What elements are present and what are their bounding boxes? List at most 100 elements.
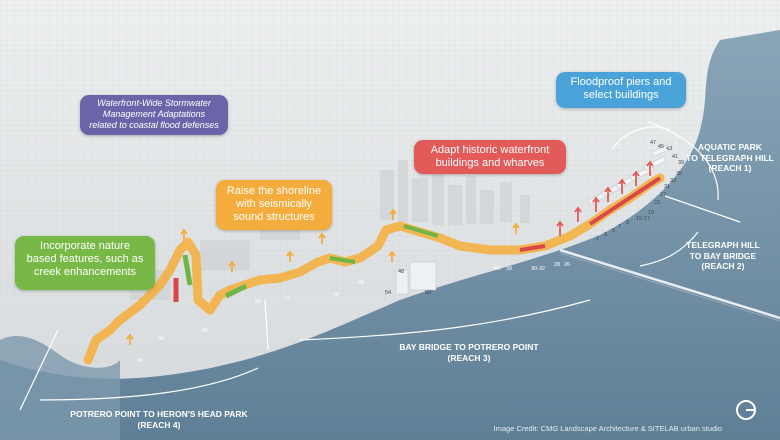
pier-num: 19: [648, 210, 654, 216]
callout-line: sound structures: [233, 211, 315, 224]
pier-num: 31: [664, 184, 670, 190]
pier-num: 90: [202, 328, 208, 334]
adaptation-arrow-icon: [388, 250, 396, 262]
bay-water: [0, 30, 780, 440]
reach-line: AQUATIC PARK: [698, 142, 762, 152]
pier-num: 50: [425, 290, 431, 296]
pier-num: 35: [676, 171, 682, 177]
reach-line: BAY BRIDGE TO POTRERO POINT: [399, 342, 539, 352]
pier-num: 45: [658, 144, 664, 150]
pier-num: 41: [672, 154, 678, 160]
reach-2-label: TELEGRAPH HILL TO BAY BRIDGE (REACH 2): [670, 240, 776, 272]
adaptation-arrow-icon: [286, 250, 294, 262]
adaptation-arrow-icon: [389, 208, 397, 220]
reach-line: (REACH 2): [701, 261, 745, 272]
callout-line: Raise the shoreline: [226, 185, 322, 197]
pier-num: 27: [660, 192, 666, 198]
adaptation-arrow-icon: [574, 206, 582, 222]
pier-num: 43: [666, 146, 672, 152]
city-blocks: [130, 160, 530, 300]
reach-line: TO TELEGRAPH HILL: [686, 152, 774, 163]
pier-num: 23: [654, 200, 660, 206]
nature-segment-3: [403, 224, 439, 238]
pier-num: 3: [604, 232, 607, 238]
pier-num: 26: [564, 262, 570, 268]
callout-stormwater: Waterfront-Wide Stormwater Management Ad…: [80, 95, 228, 135]
nature-segment-1: [182, 254, 193, 286]
pier-num: 15-17: [636, 216, 650, 222]
bay-bridge-shadow: [559, 252, 780, 322]
callout-shoreline: Raise the shoreline with seismically sou…: [216, 180, 332, 230]
callout-nature: Incorporate nature based features, such …: [15, 236, 155, 290]
adaptation-arrow-icon: [646, 160, 654, 176]
adaptation-arrow-icon: [592, 196, 600, 212]
adaptation-arrow-icon: [556, 220, 564, 236]
historic-segment-2: [519, 244, 546, 252]
pier-num: 40: [494, 266, 500, 272]
callout-line: Floodproof piers and: [570, 76, 672, 88]
water-southwest: [0, 335, 120, 440]
pier-num: 33: [670, 178, 676, 184]
reach-line: TELEGRAPH HILL: [686, 240, 760, 250]
pier-num: 96: [137, 358, 143, 364]
pier-num: 70: [333, 292, 339, 298]
adaptation-arrow-icon: [512, 222, 520, 234]
pier-num: 7: [618, 224, 621, 230]
callout-line: Waterfront-Wide Stormwater: [97, 98, 211, 108]
pier-numbers: 96 94 90 80 72 70 68 54 50 48 40 38 30-3…: [137, 140, 684, 364]
adaptation-arrow-icon: [126, 333, 134, 345]
adaptation-arrows: [126, 160, 654, 345]
callout-line: related to coastal flood defenses: [89, 119, 219, 130]
reach-line: TO BAY BRIDGE: [689, 250, 757, 261]
pier-num: 94: [158, 336, 164, 342]
reach-markers: [19, 121, 741, 411]
pier-num: 28: [554, 262, 560, 268]
image-credit: Image Credit: CMG Landscape Architecture…: [493, 424, 722, 433]
callout-line: creek enhancements: [33, 266, 137, 279]
reach-1-arc: [647, 121, 719, 201]
pier-num: 54: [385, 290, 391, 296]
callout-line: select buildings: [583, 89, 659, 102]
adaptation-arrow-icon: [632, 170, 640, 186]
adaptation-arrow-icon: [228, 260, 236, 272]
callout-historic: Adapt historic waterfront buildings and …: [414, 140, 566, 174]
callout-line: Management Adaptations: [102, 108, 206, 119]
nature-segment-2: [224, 283, 248, 299]
pier-num: 48: [398, 269, 404, 275]
reach-line: POTRERO POINT TO HERON'S HEAD PARK: [70, 409, 248, 419]
pier-num: 80: [255, 299, 261, 305]
reach-line: (REACH 3): [447, 352, 491, 363]
adaptation-arrow-icon: [180, 228, 188, 240]
reach-line: (REACH 4): [137, 419, 181, 430]
reach-3-arc: [299, 299, 591, 341]
pier-num: 38: [506, 266, 512, 272]
pier-num: 30-32: [531, 266, 545, 272]
pier-num: 5: [612, 228, 615, 234]
callout-line: with seismically: [236, 198, 312, 211]
logo-icon: [736, 400, 756, 420]
reach-4-arc: [39, 367, 259, 401]
adaptation-arrow-icon: [618, 178, 626, 194]
callout-floodproof: Floodproof piers and select buildings: [556, 72, 686, 108]
pier-num: 47: [650, 140, 656, 146]
pier-num: 39: [678, 160, 684, 166]
nature-segment-4: [329, 256, 356, 264]
reach-divider-3: [19, 329, 59, 411]
adaptation-arrow-icon: [318, 232, 326, 244]
reach-4-label: POTRERO POINT TO HERON'S HEAD PARK (REAC…: [54, 409, 264, 430]
pier-num: 68: [358, 280, 364, 286]
callout-line: buildings and wharves: [435, 157, 545, 170]
pier-num: 9: [626, 220, 629, 226]
pier-num: 1: [596, 236, 599, 242]
callout-line: Incorporate nature: [40, 240, 130, 252]
reach-2-arc: [639, 231, 699, 267]
reach-divider-2: [264, 299, 269, 351]
callout-line: based features, such as: [26, 253, 144, 266]
reach-line: (REACH 1): [708, 163, 752, 174]
reach-divider-1: [664, 195, 741, 223]
reach-1-label: AQUATIC PARK TO TELEGRAPH HILL (REACH 1): [682, 142, 778, 174]
adaptation-arrow-icon: [604, 186, 612, 202]
bay-bridge: [559, 248, 780, 320]
pier-num: 72: [284, 296, 290, 302]
